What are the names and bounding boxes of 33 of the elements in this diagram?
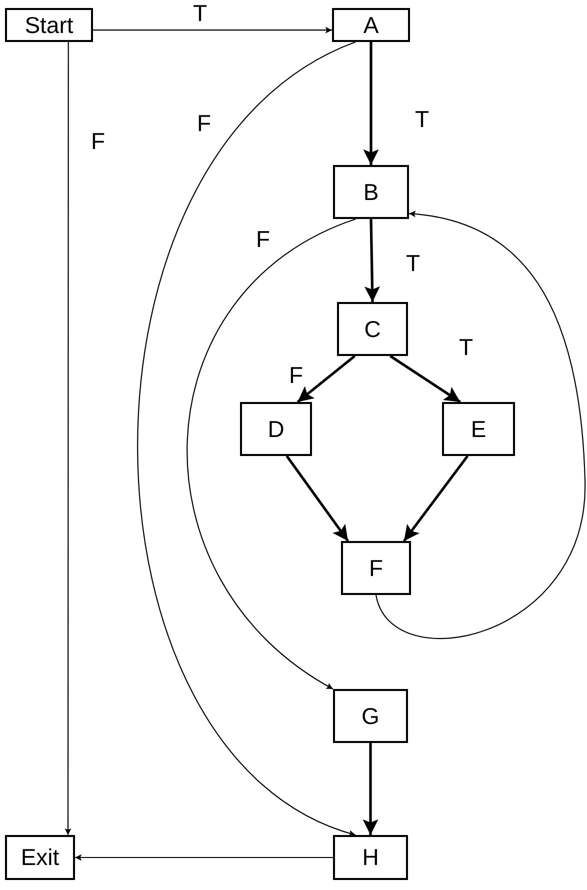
node-label: G	[362, 702, 380, 730]
node-label: F	[368, 554, 384, 582]
arrow	[286, 455, 350, 542]
node-label: A	[363, 12, 379, 38]
node-label: Exit	[20, 844, 60, 871]
process-box	[337, 302, 408, 356]
arrow	[402, 455, 469, 542]
arrow	[93, 26, 332, 34]
node-label: Start	[24, 12, 74, 38]
process-box	[442, 402, 515, 456]
arrow	[375, 211, 586, 639]
process-box	[5, 835, 75, 880]
process-box	[240, 402, 312, 456]
arrow	[296, 354, 356, 404]
process-box	[333, 165, 409, 219]
node-label: H	[362, 844, 379, 871]
process-box	[333, 835, 408, 880]
arrow	[363, 42, 379, 165]
node-label: B	[363, 178, 379, 206]
node-label: D	[268, 416, 284, 442]
arrow	[186, 218, 356, 690]
process-box	[341, 541, 411, 595]
arrow	[75, 854, 333, 861]
arrow	[390, 354, 461, 404]
process-box	[332, 8, 410, 42]
arrow	[137, 42, 356, 836]
node-label: E	[470, 416, 486, 442]
arrow	[364, 218, 380, 302]
process-box	[5, 8, 93, 42]
process-box	[333, 689, 408, 743]
arrow	[362, 743, 378, 835]
node-label: C	[364, 316, 381, 342]
arrow	[64, 42, 72, 835]
